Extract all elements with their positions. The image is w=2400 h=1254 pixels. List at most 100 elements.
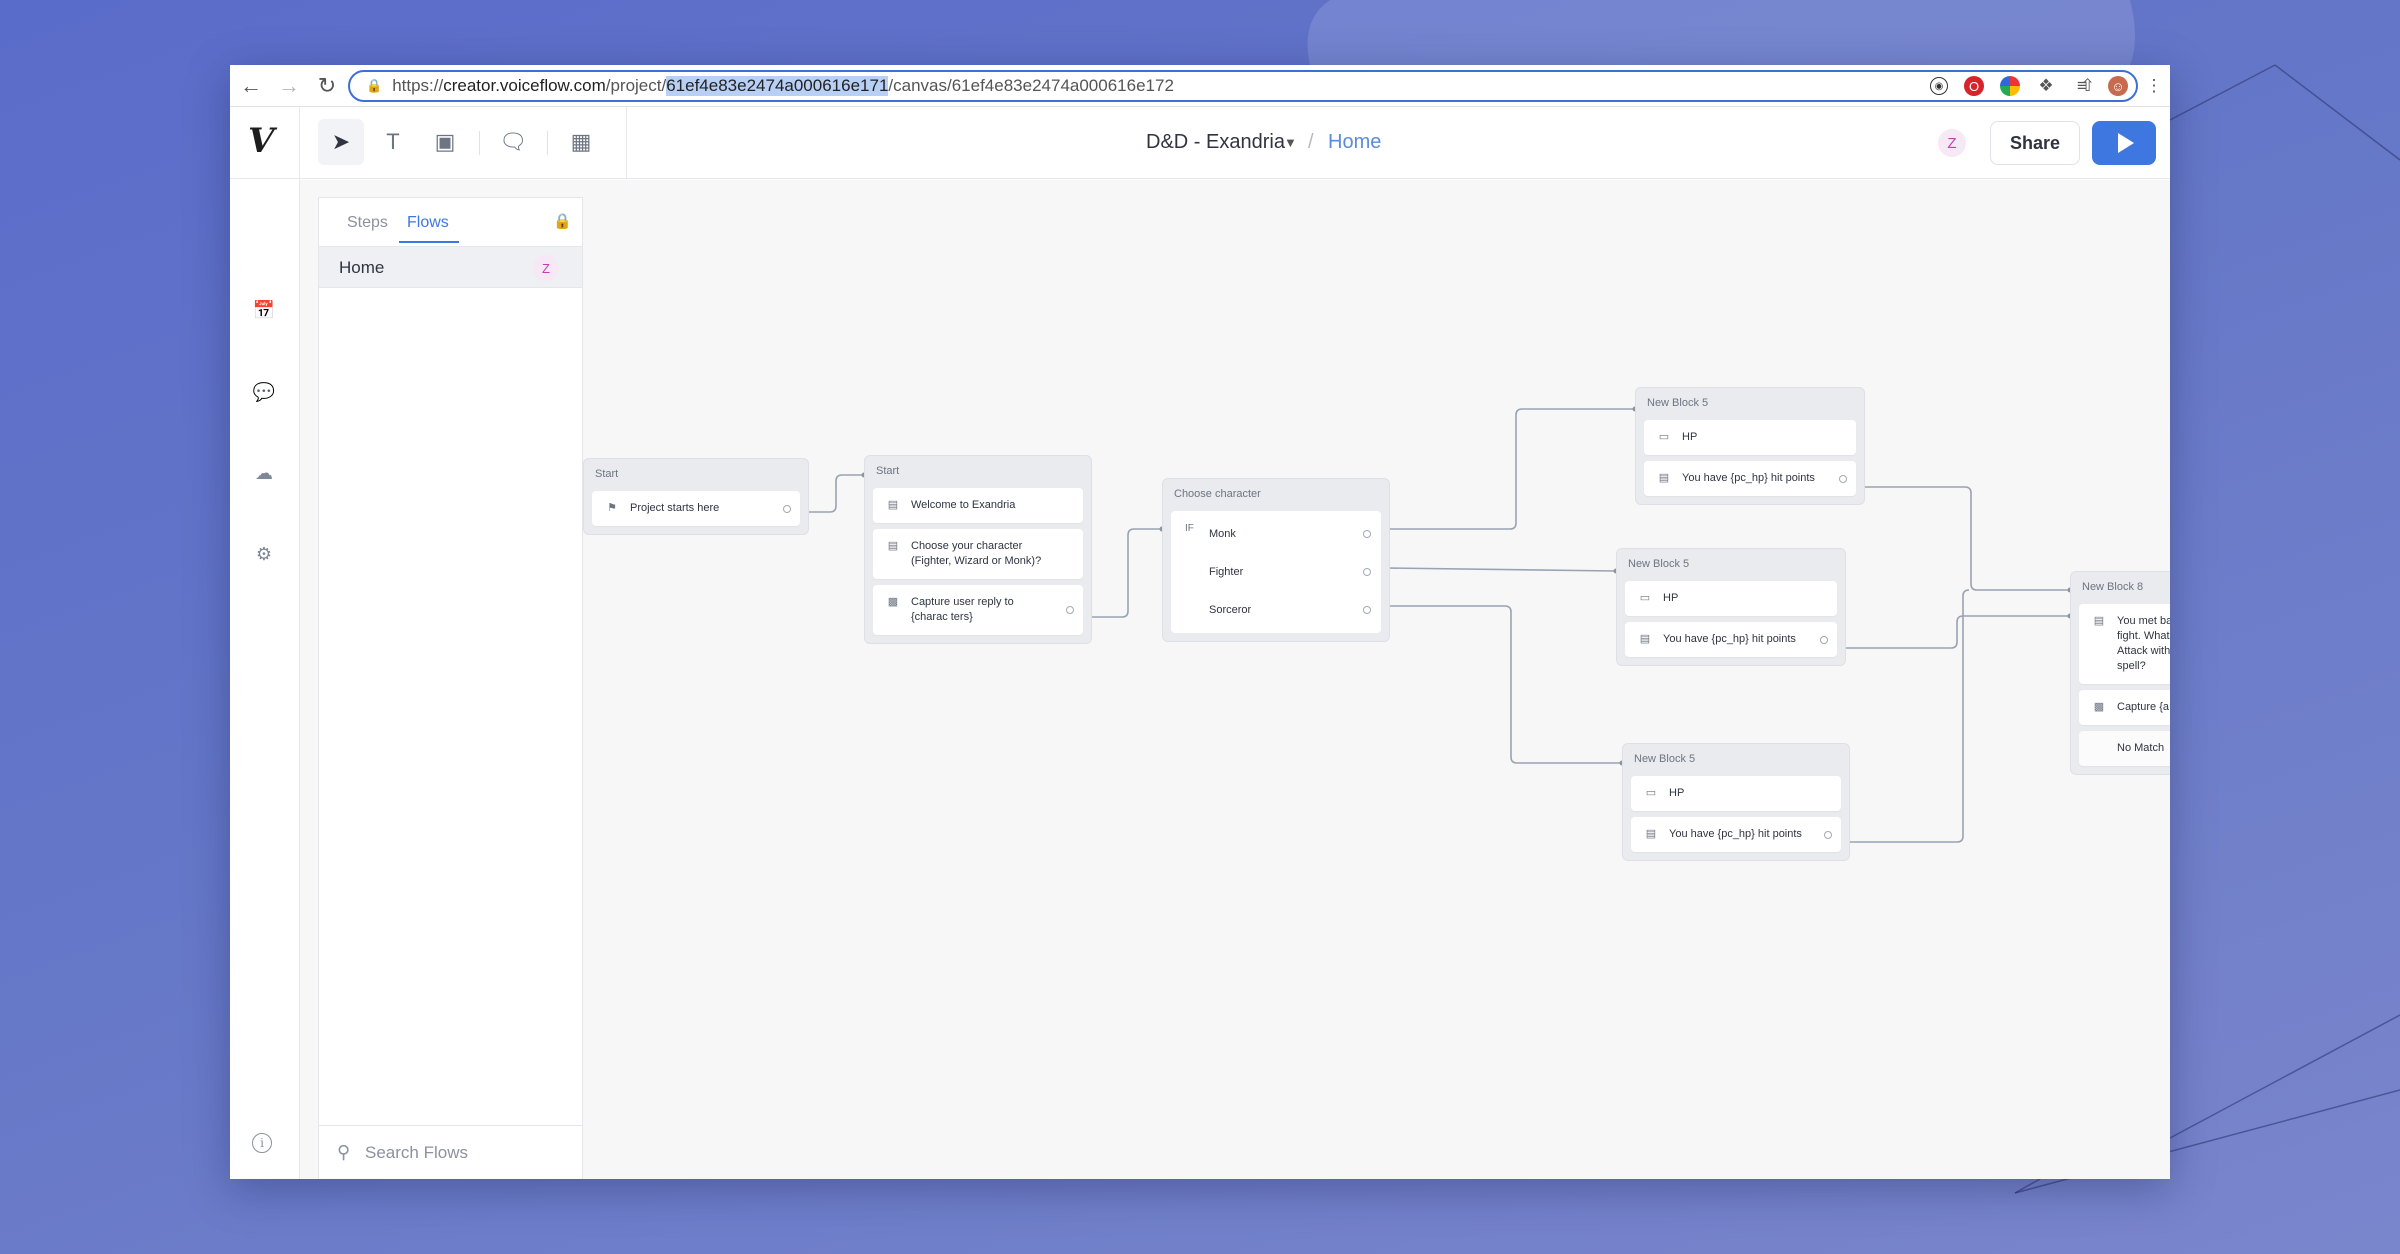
flow-item-home[interactable]: Home Z [319,246,582,288]
capture-icon: ▩ [2093,701,2105,713]
info-icon[interactable]: i [252,1133,272,1153]
app-header: V ➤ T ▣ 🗨 ▦ D&D - Exandria ▼ / Home Z Sh… [230,107,2170,179]
opera-extension-icon[interactable]: O [1964,76,1984,96]
address-bar[interactable]: 🔒 https://creator.voiceflow.com/project/… [348,70,2138,102]
new-block-8[interactable]: New Block 8 ▤You met ba fight. What Atta… [2070,571,2170,775]
url-selected-text: 61ef4e83e2474a000616e171 [666,76,889,96]
speak-step[interactable]: ▤You have {pc_hp} hit points [1625,622,1837,657]
no-match-row[interactable]: No Match [2079,731,2170,766]
set-step[interactable]: ▭ HP [1625,581,1837,616]
lock-icon: 🔒 [366,78,383,93]
left-rail-divider [299,107,300,1179]
reload-icon[interactable]: ↻ [317,72,337,98]
block-title: Start [876,465,900,477]
step-label: Project starts here [630,502,720,514]
new-block-5[interactable]: New Block 5 ▭HP ▤You have {pc_hp} hit po… [1635,387,1865,505]
share-page-icon[interactable]: ⇧ [2080,76,2095,95]
components-tool-icon[interactable]: ▦ [570,129,592,154]
speak-step[interactable]: ▤Choose your character (Fighter, Wizard … [873,529,1083,579]
comment-tool-icon[interactable]: 🗨 [499,129,527,154]
new-block-5[interactable]: New Block 5 ▭HP ▤You have {pc_hp} hit po… [1616,548,1846,666]
publish-cloud-icon[interactable]: ☁ [255,462,273,483]
flag-icon: ⚑ [607,502,617,514]
output-port[interactable] [1820,635,1828,644]
output-port[interactable] [1363,606,1371,614]
play-icon [2118,133,2134,153]
capture-step[interactable]: ▩Capture user reply to {charac ters} [873,585,1083,635]
condition-row[interactable]: Monk [1171,515,1381,553]
flows-search: ⚲ [319,1125,582,1179]
flow-item-label: Home [339,258,385,277]
toolbar-separator [547,131,548,155]
puzzle-icon[interactable]: ❖ [2038,76,2054,95]
output-port[interactable] [1363,568,1371,576]
step-label: You have {pc_hp} hit points [1669,828,1802,840]
conversations-icon[interactable]: 💬 [252,381,276,402]
step-label: No Match [2117,742,2165,754]
color-extension-icon[interactable] [2000,76,2020,96]
start-step[interactable]: ⚑ Project starts here [592,491,800,526]
breadcrumb-separator: / [1308,131,1314,153]
more-menu-icon[interactable]: ⋮ [2145,76,2163,95]
text-tool-icon[interactable]: T [386,129,400,154]
condition-label: Sorceror [1209,604,1252,616]
text-step-icon: ▤ [1639,633,1651,645]
forward-icon[interactable]: → [278,72,300,98]
output-port[interactable] [1824,830,1832,839]
if-step[interactable]: IF Monk Fighter Sorceror [1171,511,1381,633]
image-tool-icon[interactable]: ▣ [434,129,456,154]
text-step-icon: ▤ [887,499,899,511]
output-port[interactable] [1363,530,1371,538]
step-label: You met ba fight. What Attack with spell… [2117,615,2170,672]
voiceflow-logo[interactable]: V [248,121,275,161]
speak-step[interactable]: ▤ You have {pc_hp} hit points [1631,817,1841,852]
avatar: Z [533,255,559,281]
step-label: Welcome to Exandria [911,499,1016,511]
tab-steps[interactable]: Steps [347,214,388,231]
output-port[interactable] [1839,474,1847,483]
back-icon[interactable]: ← [240,72,262,98]
set-step[interactable]: ▭HP [1644,420,1856,455]
output-port[interactable] [783,504,791,513]
capture-step[interactable]: ▩Capture {a [2079,690,2170,725]
output-port[interactable] [1066,606,1074,614]
designer-icon[interactable]: 📅 [252,299,276,320]
select-tool-icon[interactable]: ➤ [318,119,364,165]
project-title[interactable]: D&D - Exandria [1146,131,1285,153]
variable-icon: ▭ [1639,592,1651,604]
speak-step[interactable]: ▤ Welcome to Exandria [873,488,1083,523]
settings-gear-icon[interactable]: ⚙ [255,543,273,564]
set-step[interactable]: ▭HP [1631,776,1841,811]
lock-icon[interactable]: 🔒 [553,213,572,230]
block-title: Start [595,468,619,480]
step-label: HP [1669,787,1685,799]
block-title: Choose character [1174,488,1261,500]
condition-row[interactable]: Sorceror [1171,591,1381,629]
block-title: New Block 8 [2082,581,2144,593]
start-block[interactable]: Start ⚑ Project starts here [583,458,809,535]
choose-character-block[interactable]: Choose character IF Monk Fighter Sorcero… [1162,478,1390,642]
search-flows-input[interactable] [365,1140,565,1166]
step-label: HP [1663,592,1679,604]
chevron-down-icon[interactable]: ▼ [1284,135,1297,150]
condition-row[interactable]: Fighter [1171,553,1381,591]
variable-icon: ▭ [1658,431,1670,443]
profile-avatar[interactable]: ☺ [2108,76,2128,96]
reading-list-icon[interactable]: ≡ [2077,76,2087,95]
avatar[interactable]: Z [1938,129,1966,157]
new-block-5[interactable]: New Block 5 ▭HP ▤You have {pc_hp} hit po… [1622,743,1850,861]
url-path-rest: /canvas/61ef4e83e2474a000616e172 [888,76,1174,95]
welcome-block[interactable]: Start ▤ Welcome to Exandria ▤Choose your … [864,455,1092,644]
tab-flows[interactable]: Flows [407,214,449,231]
speak-step[interactable]: ▤You have {pc_hp} hit points [1644,461,1856,496]
active-tab-indicator [399,241,459,243]
capture-icon: ▩ [887,596,899,608]
browser-window: ← → ↻ 🔒 https://creator.voiceflow.com/pr… [230,65,2170,1179]
text-step-icon: ▤ [1645,828,1657,840]
extension-icon[interactable]: ◉ [1930,77,1948,95]
step-label: Choose your character (Fighter, Wizard o… [911,540,1042,567]
breadcrumb-current[interactable]: Home [1328,131,1382,153]
speak-step[interactable]: ▤You met ba fight. What Attack with spel… [2079,604,2170,684]
share-button[interactable]: Share [1990,121,2080,165]
run-button[interactable] [2092,121,2156,165]
